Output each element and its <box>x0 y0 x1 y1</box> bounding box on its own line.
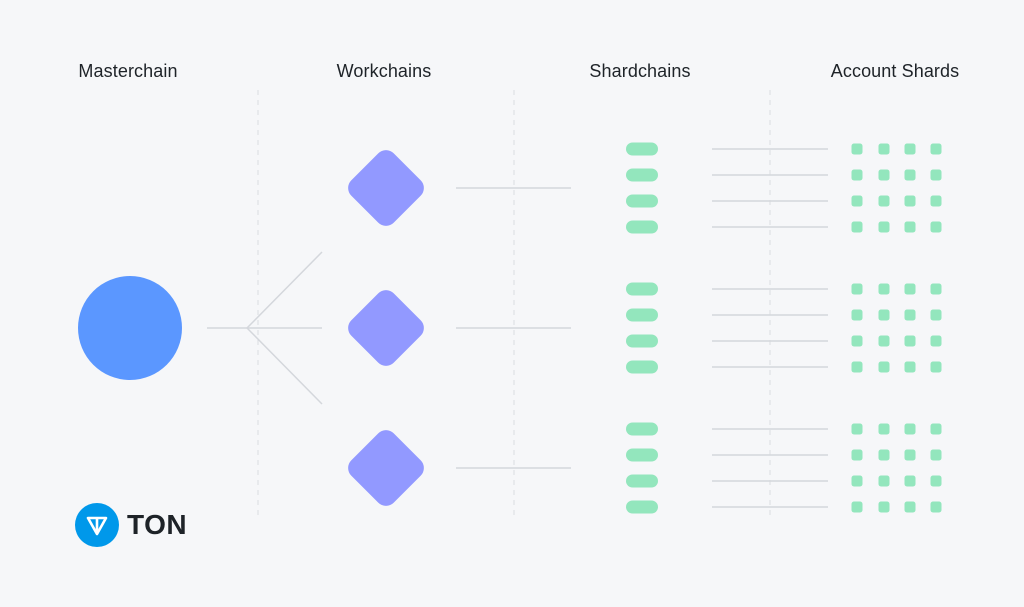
account-shard-node <box>851 169 863 181</box>
account-shard-node <box>904 361 916 373</box>
masterchain-node <box>78 276 182 380</box>
account-shard-node <box>878 221 890 233</box>
account-shard-node <box>878 169 890 181</box>
account-shard-node <box>904 501 916 513</box>
workchains-heading: Workchains <box>336 61 432 81</box>
account-shard-node <box>930 335 942 347</box>
account-shard-node <box>851 449 863 461</box>
account-shard-node <box>878 309 890 321</box>
account-shard-node <box>930 169 942 181</box>
account-shard-node <box>878 475 890 487</box>
shardchain-node <box>626 308 658 322</box>
account-shard-node <box>878 283 890 295</box>
account-shard-node <box>930 475 942 487</box>
account-shard-node <box>904 309 916 321</box>
account-shard-node <box>930 423 942 435</box>
account-shard-node <box>851 501 863 513</box>
shardchain-node <box>626 142 658 156</box>
account-shard-node <box>904 283 916 295</box>
account-shard-node <box>851 335 863 347</box>
account-shard-node <box>930 283 942 295</box>
fan-connector-down <box>246 327 323 405</box>
ton-logo: TON <box>75 503 187 547</box>
account-shard-node <box>878 423 890 435</box>
account-shard-node <box>904 169 916 181</box>
shardchain-node <box>626 334 658 348</box>
account-shard-node <box>904 221 916 233</box>
shardchain-node <box>626 500 658 514</box>
account-shard-node <box>878 501 890 513</box>
account-shard-node <box>851 283 863 295</box>
account-shard-node <box>851 143 863 155</box>
account-shard-node <box>851 221 863 233</box>
shardchains-heading: Shardchains <box>589 61 691 81</box>
account-shard-node <box>878 449 890 461</box>
masterchain-heading: Masterchain <box>78 61 178 81</box>
account-shard-node <box>904 143 916 155</box>
account-shard-node <box>904 449 916 461</box>
account-shard-node <box>851 423 863 435</box>
fan-connector-up <box>246 251 323 329</box>
account-shard-node <box>878 361 890 373</box>
account-shard-node <box>878 335 890 347</box>
shardchain-node <box>626 474 658 488</box>
account-shard-node <box>878 143 890 155</box>
account-shard-node <box>930 449 942 461</box>
account-shard-node <box>904 423 916 435</box>
account-shard-node <box>930 143 942 155</box>
shardchain-node <box>626 220 658 234</box>
account-shard-node <box>904 335 916 347</box>
account-shard-node <box>851 361 863 373</box>
account-shard-node <box>851 309 863 321</box>
brand-name: TON <box>127 509 188 540</box>
shardchain-node <box>626 360 658 374</box>
shardchain-node <box>626 194 658 208</box>
account-shard-node <box>930 221 942 233</box>
shardchain-node <box>626 168 658 182</box>
account-shard-node <box>878 195 890 207</box>
workchain-node <box>348 430 424 506</box>
account-shard-node <box>930 361 942 373</box>
shardchain-node <box>626 448 658 462</box>
account-shard-node <box>930 501 942 513</box>
account-shard-node <box>851 195 863 207</box>
account-shard-node <box>930 309 942 321</box>
account-shard-node <box>851 475 863 487</box>
account-shard-node <box>904 475 916 487</box>
workchain-node <box>348 290 424 366</box>
ton-diamond-icon <box>75 503 119 547</box>
shardchain-node <box>626 282 658 296</box>
shardchain-node <box>626 422 658 436</box>
workchain-node <box>348 150 424 226</box>
account-shards-heading: Account Shards <box>830 61 960 81</box>
account-shard-node <box>930 195 942 207</box>
account-shard-node <box>904 195 916 207</box>
